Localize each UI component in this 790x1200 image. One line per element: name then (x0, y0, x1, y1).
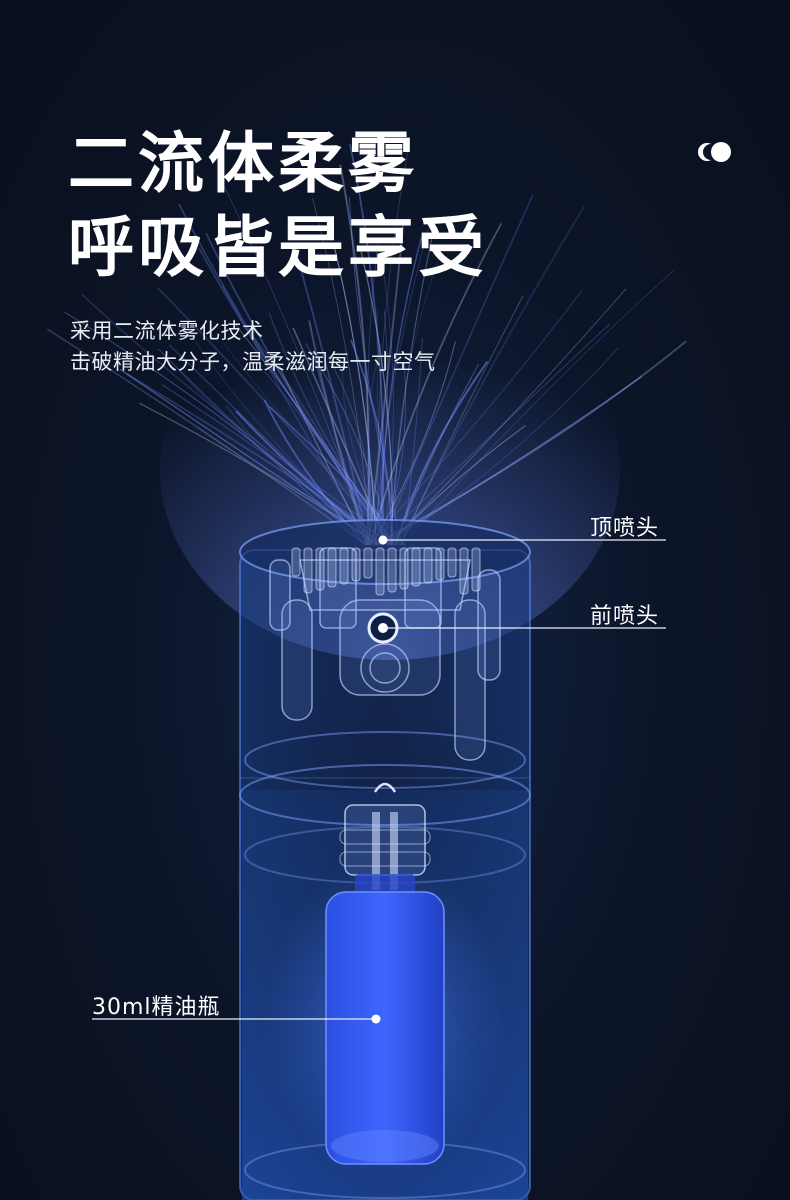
mist-ray (292, 327, 389, 546)
nozzle-fin (423, 547, 433, 584)
mist-ray (222, 285, 372, 546)
nozzle-fin (291, 547, 301, 577)
mist-ray (221, 181, 372, 546)
headline-line-1: 二流体柔雾 (68, 125, 418, 202)
mist-ray (366, 290, 583, 546)
mist-ray (46, 328, 367, 546)
mist-ray (232, 321, 395, 546)
nozzle-assembly (269, 547, 501, 761)
mist-ray (382, 264, 394, 546)
nozzle-fin (315, 547, 325, 591)
mist-ray (339, 164, 370, 546)
mist-ray (251, 334, 372, 546)
mist-ray (169, 344, 375, 546)
subtext: 采用二流体雾化技术 击破精油大分子，温柔滋润每一寸空气 (70, 316, 436, 378)
mist-ray (359, 247, 393, 546)
mist-ray (348, 196, 403, 546)
headline-line-2: 呼吸皆是享受 (68, 209, 488, 286)
callout-label-front-nozzle: 前喷头 (590, 604, 660, 629)
mist-ray (402, 270, 674, 546)
nozzle-fin (375, 547, 385, 596)
mist-ray (268, 312, 395, 546)
mist-ray (398, 206, 585, 546)
mist-ray (81, 294, 401, 546)
nozzle-fin (339, 547, 349, 585)
callout-lines (92, 535, 666, 1024)
mist-ray (400, 295, 524, 546)
mist-ray (332, 242, 377, 546)
brand-logo-icon (698, 142, 731, 162)
nozzle-fin (447, 547, 457, 578)
mist-ray (186, 328, 377, 546)
nozzle-fin (459, 547, 469, 595)
mist-ray (379, 236, 423, 546)
nozzle-fin (471, 547, 481, 592)
headline: 二流体柔雾 呼吸皆是享受 (68, 122, 488, 290)
mist-ray (178, 203, 395, 546)
mist-ray (395, 261, 438, 546)
mist-ray (373, 340, 687, 546)
mist-ray (389, 232, 434, 546)
mist-ray (386, 288, 627, 546)
nozzle-fin (303, 547, 313, 594)
mist-ray (157, 287, 393, 546)
oil-bottle (265, 782, 505, 1180)
mist-ray (312, 197, 371, 546)
mist-ray (367, 236, 380, 546)
subtext-line-1: 采用二流体雾化技术 (70, 319, 264, 343)
subtext-line-2: 击破精油大分子，温柔滋润每一寸空气 (70, 350, 436, 374)
mist-ray (377, 148, 409, 546)
mist-ray (308, 320, 368, 546)
nozzle-fin (399, 547, 409, 590)
nozzle-fin (327, 547, 337, 588)
mist-ray (367, 225, 405, 546)
mist-ray (379, 195, 534, 546)
mist-ray (390, 347, 619, 546)
mist-ray (198, 247, 402, 546)
mist-ray (369, 222, 503, 546)
mist-ray (376, 323, 611, 546)
mist-ray (205, 232, 391, 546)
callout-label-oil-bottle: 30ml精油瓶 (92, 995, 221, 1020)
mist-ray (374, 227, 430, 546)
mist-ray (370, 310, 389, 546)
callout-label-top-nozzle: 顶喷头 (590, 516, 660, 541)
mist-ray (293, 243, 370, 546)
nozzle-fin (363, 547, 373, 579)
nozzle-fin (387, 547, 397, 593)
top-nozzle-fins (291, 547, 481, 596)
mist-ray (64, 311, 371, 546)
mist-ray (349, 143, 385, 546)
nozzle-fin (411, 547, 421, 587)
mist-ray (376, 307, 386, 546)
nozzle-fin (435, 547, 445, 581)
mist-ray (158, 348, 366, 546)
nozzle-fin (351, 547, 361, 582)
